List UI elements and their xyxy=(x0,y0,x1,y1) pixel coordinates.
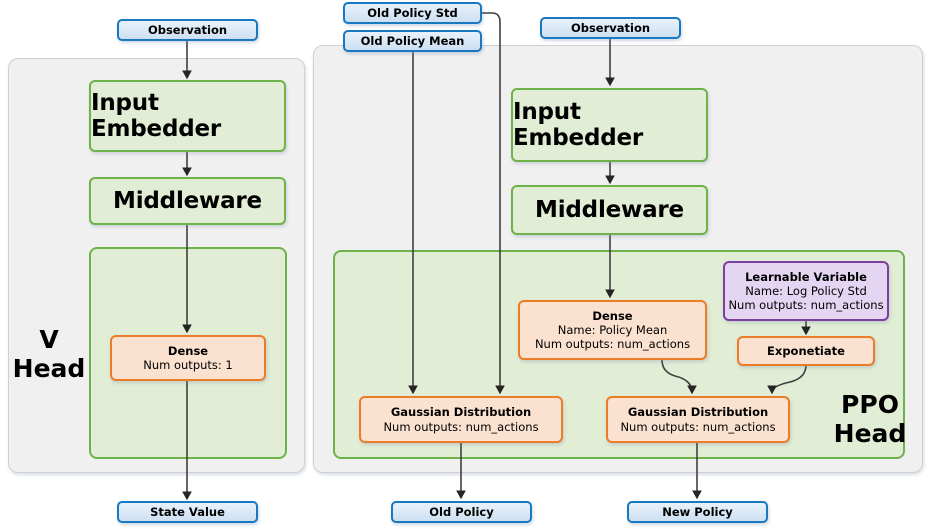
old-policy-mean-text: Old Policy Mean xyxy=(360,34,465,48)
new-policy-output-text: New Policy xyxy=(662,505,733,519)
ppo-head-observation-label[interactable]: Observation xyxy=(540,17,681,39)
ppo-head-caption: PPO Head xyxy=(820,385,920,455)
ppo-head-dense-title: Dense xyxy=(592,308,633,323)
old-policy-mean-label[interactable]: Old Policy Mean xyxy=(343,30,482,52)
v-head-input-embedder-label: Input Embedder xyxy=(91,90,222,142)
ppo-head-dense-num-outputs: Num outputs: num_actions xyxy=(534,337,691,351)
ppo-head-dense-block[interactable]: Dense Name: Policy Mean Num outputs: num… xyxy=(518,300,707,360)
ppo-head-caption-line1: PPO xyxy=(841,390,899,420)
gaussian-old-num-outputs: Num outputs: num_actions xyxy=(383,419,539,434)
v-head-state-value-label[interactable]: State Value xyxy=(117,501,258,523)
ppo-head-input-embedder-block[interactable]: Input Embedder xyxy=(511,88,708,162)
v-head-observation-text: Observation xyxy=(147,23,228,37)
learnable-variable-block[interactable]: Learnable Variable Name: Log Policy Std … xyxy=(723,261,889,321)
old-policy-output-text: Old Policy xyxy=(429,505,494,519)
gaussian-new-num-outputs: Num outputs: num_actions xyxy=(620,419,776,434)
old-policy-output-label[interactable]: Old Policy xyxy=(391,501,532,523)
v-head-input-embedder-block[interactable]: Input Embedder xyxy=(89,80,286,152)
v-head-middleware-block[interactable]: Middleware xyxy=(89,177,286,225)
v-head-middleware-label: Middleware xyxy=(113,188,262,214)
v-head-dense-title: Dense xyxy=(167,343,209,358)
ppo-head-input-embedder-label: Input Embedder xyxy=(513,99,644,151)
v-head-caption: V Head xyxy=(12,320,86,390)
old-policy-std-text: Old Policy Std xyxy=(367,6,458,20)
ppo-head-caption-line2: Head xyxy=(833,419,907,448)
gaussian-distribution-old-block[interactable]: Gaussian Distribution Num outputs: num_a… xyxy=(359,396,563,443)
v-head-caption-line1: V xyxy=(39,325,59,355)
gaussian-old-title: Gaussian Distribution xyxy=(390,405,532,420)
ppo-head-observation-text: Observation xyxy=(570,21,651,35)
learnable-variable-num-outputs: Num outputs: num_actions xyxy=(728,298,884,312)
ppo-head-middleware-label: Middleware xyxy=(535,197,684,223)
ppo-head-dense-name: Name: Policy Mean xyxy=(557,322,668,337)
exponetiate-block[interactable]: Exponetiate xyxy=(737,336,875,366)
v-head-state-value-text: State Value xyxy=(150,505,225,519)
learnable-variable-name: Name: Log Policy Std xyxy=(745,283,867,298)
exponetiate-label: Exponetiate xyxy=(767,343,845,358)
new-policy-output-label[interactable]: New Policy xyxy=(627,501,768,523)
gaussian-new-title: Gaussian Distribution xyxy=(627,405,769,420)
ppo-head-middleware-block[interactable]: Middleware xyxy=(511,185,708,235)
v-head-observation-label[interactable]: Observation xyxy=(117,19,258,41)
gaussian-distribution-new-block[interactable]: Gaussian Distribution Num outputs: num_a… xyxy=(606,396,790,443)
v-head-dense-num-outputs: Num outputs: 1 xyxy=(143,358,233,372)
learnable-variable-title: Learnable Variable xyxy=(745,269,867,284)
v-head-caption-line2: Head xyxy=(12,354,86,383)
v-head-dense-block[interactable]: Dense Num outputs: 1 xyxy=(110,335,266,381)
old-policy-std-label[interactable]: Old Policy Std xyxy=(343,2,482,24)
